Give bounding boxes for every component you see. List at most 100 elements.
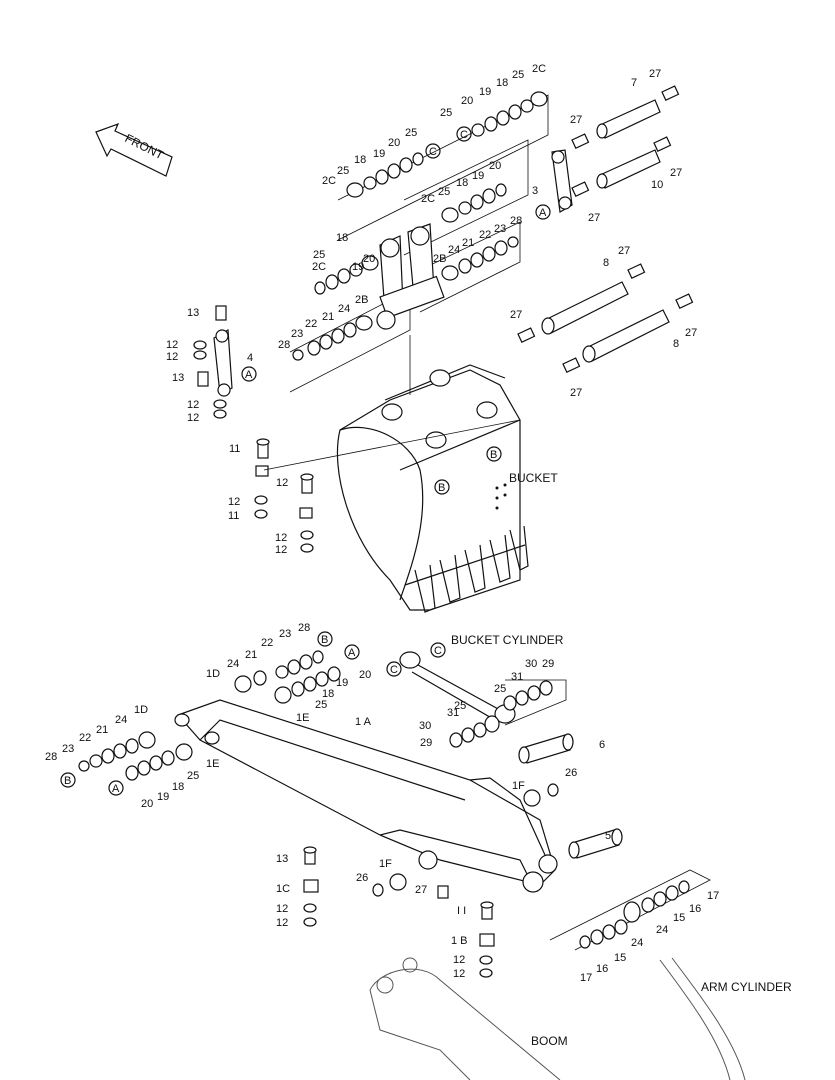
part-number-label: 18 [322, 688, 334, 700]
callout-C-1: C [425, 143, 441, 159]
part-number-label: 19 [336, 677, 348, 689]
caption-boom: BOOM [531, 1034, 568, 1048]
pin-8-upper [517, 263, 646, 343]
svg-text:C: C [390, 664, 398, 676]
part-number-label: 6 [599, 739, 605, 751]
part-number-label: 12 [166, 351, 178, 363]
part-number-label: 20 [489, 160, 501, 172]
part-number-label: 31 [447, 707, 459, 719]
part-number-label: 23 [62, 743, 74, 755]
part-number-label: 2C [532, 63, 546, 75]
part-number-label: 13 [172, 372, 184, 384]
callout-B-3: B [317, 631, 333, 647]
bucket-teeth [414, 525, 529, 613]
part-number-label: 1C [276, 883, 290, 895]
part-number-label: 15 [673, 912, 685, 924]
part-number-label: 27 [649, 68, 661, 80]
svg-text:A: A [112, 783, 120, 795]
svg-text:B: B [64, 775, 71, 787]
part-number-label: 22 [305, 318, 317, 330]
part-number-label: 12 [187, 399, 199, 411]
part-number-label: 24 [338, 303, 350, 315]
part-number-label: 25 [494, 683, 506, 695]
washer-row-upper-4 [314, 255, 379, 295]
part-number-label: 26 [356, 872, 368, 884]
part-number-label: 20 [461, 95, 473, 107]
bucket-body [336, 364, 529, 613]
callout-B-2: B [434, 479, 450, 495]
part-number-label: 25 [187, 770, 199, 782]
part-number-label: 28 [298, 622, 310, 634]
part-number-label: 26 [565, 767, 577, 779]
pin-5 [568, 828, 623, 859]
callout-C-2: C [456, 126, 472, 142]
part-number-label: 27 [570, 387, 582, 399]
part-number-label: 30 [419, 720, 431, 732]
side-link-3 [551, 149, 573, 213]
part-number-label: 27 [415, 884, 427, 896]
washer-row-upper-5 [292, 315, 373, 361]
part-number-label: 16 [596, 963, 608, 975]
part-number-label: 28 [278, 339, 290, 351]
arm-bolts [303, 846, 495, 978]
part-number-label: 20 [359, 669, 371, 681]
svg-text:B: B [438, 482, 445, 494]
svg-text:B: B [321, 634, 328, 646]
callout-C-3: C [430, 642, 446, 658]
part-number-label: 24 [656, 924, 668, 936]
part-number-label: 23 [279, 628, 291, 640]
caption-bucket: BUCKET [509, 471, 558, 485]
part-number-label: 12 [276, 917, 288, 929]
part-number-label: 1F [512, 780, 525, 792]
part-number-label: 12 [275, 544, 287, 556]
part-number-label: 27 [685, 327, 697, 339]
part-number-label: 2C [312, 261, 326, 273]
callout-B-1: B [486, 446, 502, 462]
svg-text:A: A [348, 647, 356, 659]
arm-cylinder-washers [549, 869, 711, 951]
part-number-label: 1 B [451, 935, 468, 947]
pin-8-lower [562, 293, 694, 373]
part-number-label: 1E [296, 712, 309, 724]
part-number-label: 1E [206, 758, 219, 770]
pin-7 [596, 85, 680, 139]
part-number-label: 25 [512, 69, 524, 81]
part-number-label: 12 [276, 903, 288, 915]
caption-arm-cylinder: ARM CYLINDER [701, 980, 792, 994]
part-number-label: 10 [651, 179, 663, 191]
part-number-label: 12 [276, 477, 288, 489]
part-number-label: 11 [229, 443, 240, 455]
part-number-label: 25 [454, 700, 466, 712]
link-cross-bar [379, 275, 445, 319]
part-number-label: 29 [542, 658, 554, 670]
bucket-cylinder-bushings [449, 679, 567, 748]
bushings-1F-26 [372, 783, 559, 897]
part-number-label: 24 [448, 244, 460, 256]
part-number-label: 25 [440, 107, 452, 119]
link-eye-3 [376, 310, 396, 330]
part-number-label: 7 [631, 77, 637, 89]
upper-link-group [289, 91, 549, 393]
part-number-label: 16 [689, 903, 701, 915]
callout-B-4: B [60, 772, 76, 788]
part-number-label: 21 [245, 649, 257, 661]
part-number-label: 18 [172, 781, 184, 793]
arm-cylinder-body [659, 957, 746, 1080]
part-number-label: 1D [206, 668, 220, 680]
callout-A-1: A [241, 366, 257, 382]
arm-washers [78, 650, 341, 781]
part-number-label: 20 [388, 137, 400, 149]
front-direction-arrow: FRONT [95, 122, 173, 177]
part-number-label: 27 [570, 114, 582, 126]
svg-text:A: A [539, 207, 547, 219]
part-number-label: 18 [336, 232, 348, 244]
part-number-label: 18 [456, 177, 468, 189]
part-number-label: 28 [510, 215, 522, 227]
callout-A-3: A [344, 644, 360, 660]
part-number-label: 19 [157, 791, 169, 803]
bucket-rivets [495, 483, 507, 510]
svg-text:A: A [245, 369, 253, 381]
part-number-label: 19 [352, 261, 364, 273]
part-number-label: 21 [322, 311, 334, 323]
part-number-label: 20 [141, 798, 153, 810]
